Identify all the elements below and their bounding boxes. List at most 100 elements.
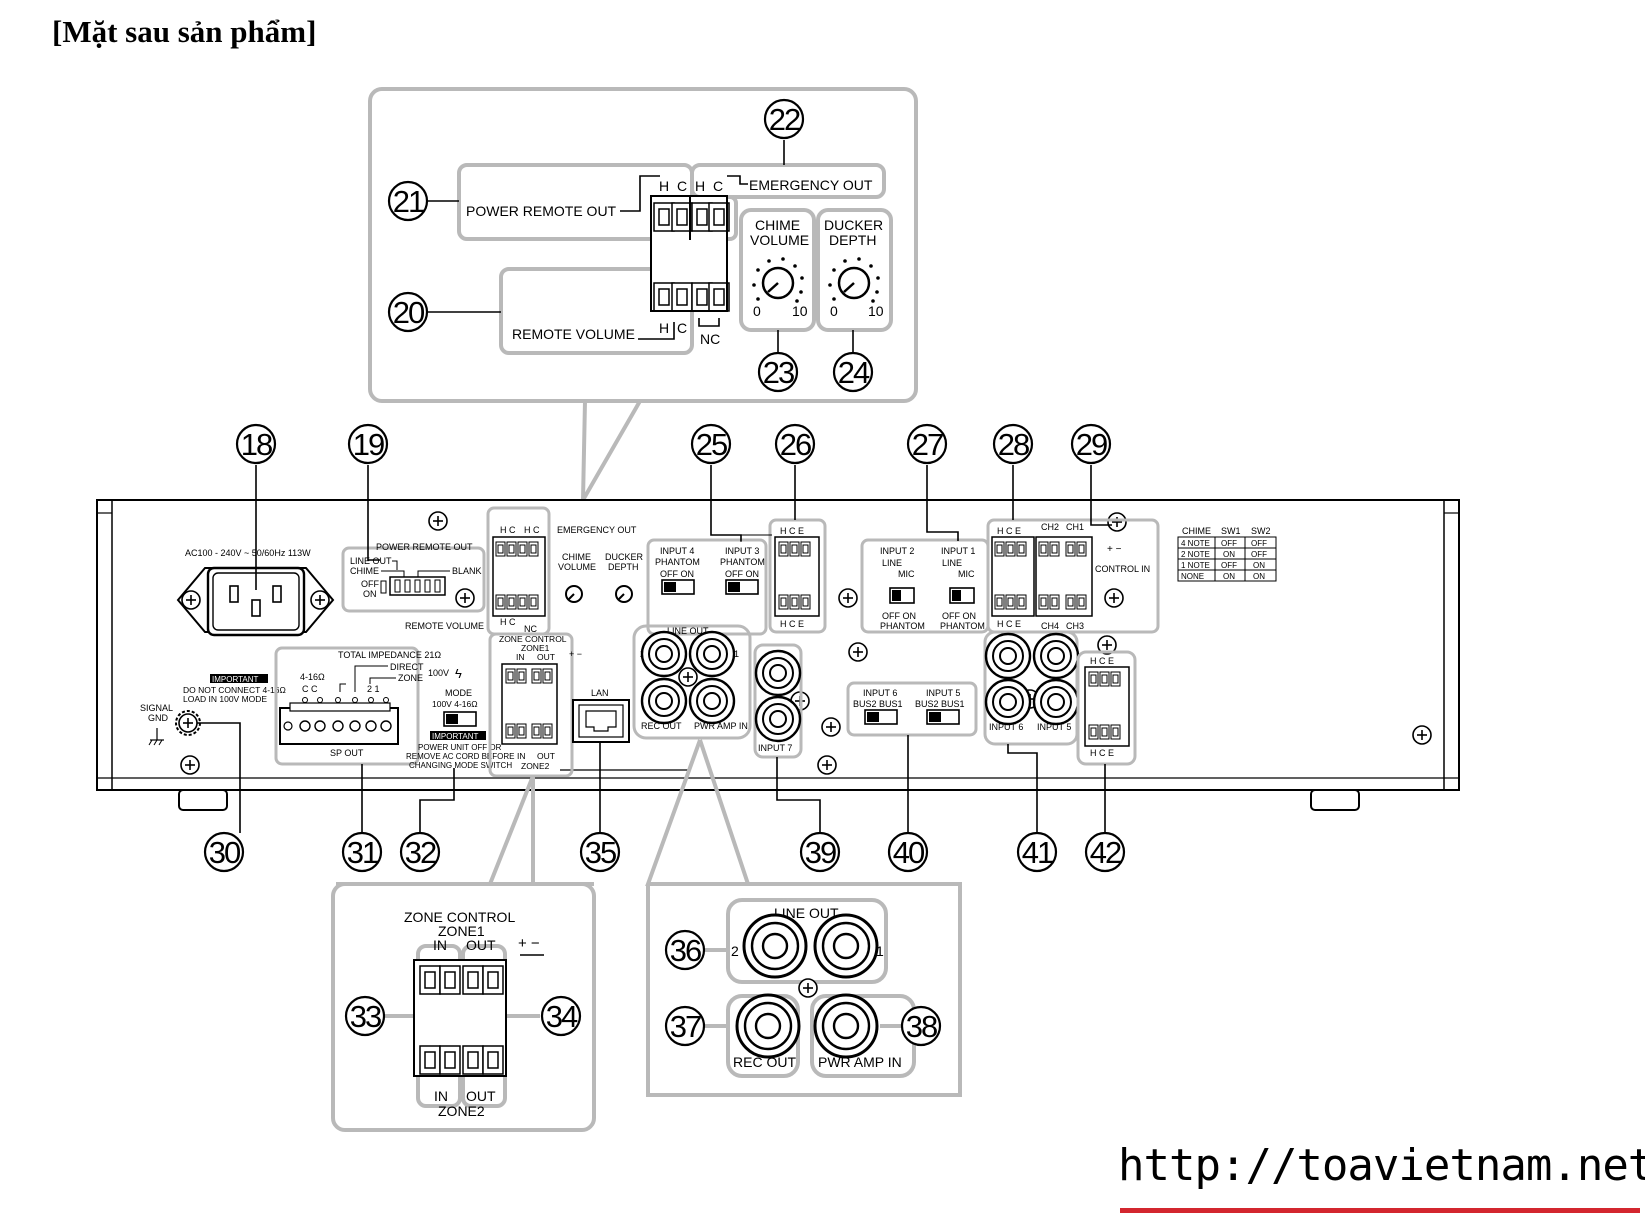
- input2-switch[interactable]: [889, 587, 915, 604]
- br-pwr-amp-in-jack[interactable]: [813, 993, 879, 1059]
- br-rec-out-jack[interactable]: [735, 993, 801, 1059]
- top-ducker-depth-1: DUCKER: [824, 217, 883, 233]
- input5-jack-label: INPUT 5: [1037, 722, 1071, 732]
- pwr-amp-in-jack[interactable]: [688, 677, 736, 725]
- callout-number-30: 30: [209, 835, 241, 870]
- top-h-2: H: [695, 178, 705, 194]
- lan-port[interactable]: [572, 699, 630, 743]
- input5-jack-2[interactable]: [1032, 678, 1080, 726]
- signal-gnd-terminal[interactable]: [175, 710, 201, 736]
- input12-terminal-block[interactable]: [991, 536, 1035, 617]
- line-out-1-jack[interactable]: [688, 630, 736, 678]
- input2-line: LINE: [882, 558, 902, 568]
- input5-bus-switch[interactable]: [926, 709, 960, 725]
- input2-mic: MIC: [898, 569, 915, 579]
- emergency-out-label: EMERGENCY OUT: [557, 525, 637, 535]
- table-cell: 2 NOTE: [1181, 550, 1210, 559]
- control-in-terminal-block[interactable]: [1035, 536, 1093, 617]
- br-1: 1: [876, 943, 884, 959]
- callout-number-32: 32: [405, 835, 436, 870]
- callout-number-21: 21: [393, 184, 424, 219]
- hce-label-4: H C E: [997, 619, 1021, 629]
- important-text-2: LOAD IN 100V MODE: [183, 694, 267, 704]
- nc-label: NC: [524, 624, 537, 634]
- table-cell: NONE: [1181, 572, 1204, 581]
- input1-label: INPUT 1: [941, 546, 975, 556]
- callout-circle-27: [906, 423, 948, 465]
- remote-terminal-block[interactable]: [492, 536, 546, 617]
- zone-label: ZONE: [398, 673, 423, 683]
- imp416-label: 4-16Ω: [300, 672, 325, 682]
- callout-circle-20: [387, 291, 429, 333]
- table-cell: OFF: [1251, 539, 1267, 548]
- top-ducker-max: 10: [868, 303, 884, 319]
- input4-label: INPUT 4: [660, 546, 694, 556]
- callout-number-38: 38: [906, 1009, 937, 1044]
- br-line-out-2-jack[interactable]: [742, 913, 808, 979]
- callout-number-42: 42: [1090, 835, 1121, 870]
- mode-text-3: CHANGING MODE SWITCH: [409, 761, 512, 770]
- mode-text-2: REMOVE AC CORD BEFORE: [406, 752, 514, 761]
- table-header-sw2: SW2: [1251, 526, 1271, 536]
- mode-switch[interactable]: [443, 711, 477, 727]
- top-chime-volume-knob[interactable]: [752, 257, 804, 303]
- top-ducker-depth-knob[interactable]: [828, 257, 880, 303]
- important-badge: IMPORTANT: [212, 675, 258, 684]
- direct-label: DIRECT: [390, 662, 424, 672]
- remote-volume-label: REMOTE VOLUME: [405, 621, 484, 631]
- zone-control-terminal[interactable]: [501, 663, 558, 745]
- chime-setting-table: CHIME SW1 SW2 4 NOTE OFF OFF 2 NOTE ON O…: [1177, 526, 1277, 582]
- input34-terminal-block[interactable]: [774, 536, 820, 617]
- callout-number-26: 26: [780, 427, 811, 462]
- zone-plusminus: + −: [569, 649, 582, 659]
- sp-out-terminal[interactable]: [279, 702, 399, 745]
- input3-offon: OFF ON: [725, 569, 759, 579]
- br-line-out-1-jack[interactable]: [813, 913, 879, 979]
- top-ducker-depth-2: DEPTH: [829, 232, 876, 248]
- input6-jack-1[interactable]: [984, 632, 1032, 680]
- table-cell: OFF: [1251, 550, 1267, 559]
- input7-jack-1[interactable]: [754, 649, 802, 697]
- input6-bus-switch[interactable]: [864, 709, 898, 725]
- zone-in-label: IN: [516, 652, 525, 662]
- callout-circle-33: [344, 995, 386, 1037]
- callout-number-40: 40: [893, 835, 925, 870]
- panel-chime-volume-knob[interactable]: [565, 585, 583, 603]
- lightning-icon: ϟ: [455, 666, 462, 681]
- input6-jack-2[interactable]: [984, 678, 1032, 726]
- callout-number-33: 33: [350, 999, 381, 1034]
- callout-circle-23: [757, 351, 799, 393]
- panel-chime-volume-1: CHIME: [562, 552, 591, 562]
- callout-circle-31: [341, 831, 383, 873]
- callout-number-18: 18: [241, 427, 272, 462]
- input1-switch[interactable]: [949, 587, 975, 604]
- panel-ducker-depth-knob[interactable]: [615, 585, 633, 603]
- top-power-remote-out: POWER REMOTE OUT: [466, 203, 617, 219]
- callout-number-41: 41: [1022, 835, 1053, 870]
- top-chime-min: 0: [753, 303, 761, 319]
- bl-in-top: IN: [433, 937, 447, 953]
- mode-options: 100V 4-16Ω: [432, 699, 478, 709]
- callout-number-31: 31: [347, 835, 378, 870]
- on-label: ON: [363, 589, 377, 599]
- table-cell: ON: [1223, 550, 1235, 559]
- rec-out-jack[interactable]: [640, 677, 688, 725]
- input56-terminal-block[interactable]: [1084, 666, 1130, 747]
- callout-number-36: 36: [670, 933, 701, 968]
- chime-dip-switch[interactable]: [389, 576, 446, 596]
- input7-jack-2[interactable]: [754, 695, 802, 743]
- bottom-left-zoom-panel: ZONE CONTROL ZONE1 IN OUT + − IN OUT ZON…: [331, 775, 596, 1132]
- top-chime-volume-2: VOLUME: [750, 232, 809, 248]
- line-out-2-jack[interactable]: [640, 630, 688, 678]
- rca-line-out-label: LINE OUT: [667, 626, 709, 636]
- bl-zone-terminal[interactable]: [413, 959, 507, 1077]
- br-line-out: LINE OUT: [774, 905, 839, 921]
- signal-gnd-2: GND: [148, 713, 169, 723]
- callout-number-23: 23: [763, 355, 794, 390]
- top-chime-max: 10: [792, 303, 808, 319]
- top-h-1: H: [659, 178, 669, 194]
- input5-jack-1[interactable]: [1032, 632, 1080, 680]
- top-emergency-out: EMERGENCY OUT: [749, 177, 873, 193]
- callout-circle-18: [235, 423, 277, 465]
